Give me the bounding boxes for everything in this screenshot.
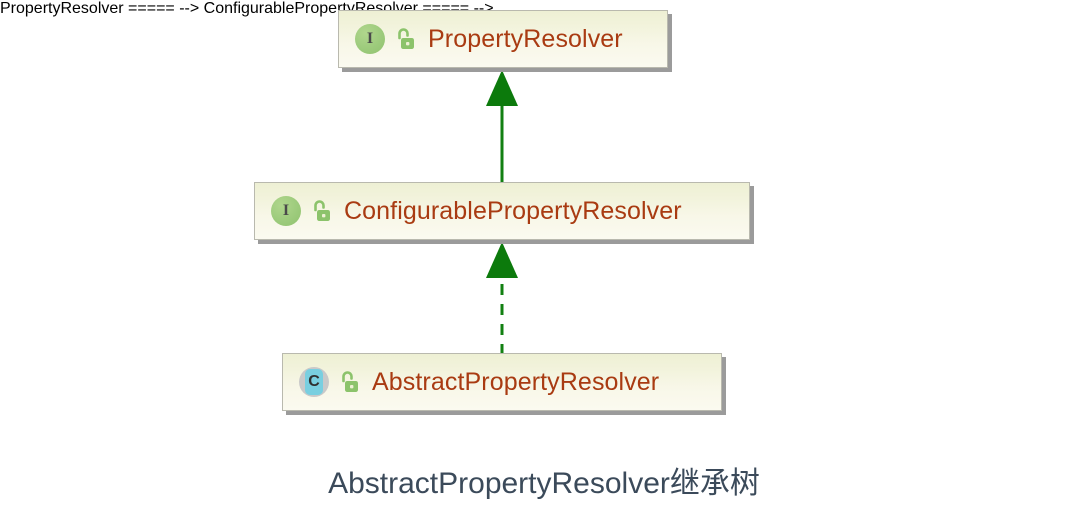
interface-icon: I: [271, 196, 301, 226]
open-padlock-icon: [398, 28, 414, 49]
node-label: ConfigurablePropertyResolver: [344, 196, 682, 225]
node-icon-group: C: [299, 367, 360, 397]
node-icon-group: I: [355, 24, 416, 54]
edge-implements-arrow: [486, 242, 518, 355]
open-padlock-icon: [314, 200, 330, 221]
node-label: AbstractPropertyResolver: [372, 367, 660, 396]
interface-icon: I: [355, 24, 385, 54]
diagram-caption: AbstractPropertyResolver继承树: [328, 467, 760, 500]
open-padlock-icon: [342, 371, 358, 392]
edge-extends-arrow: [486, 70, 518, 184]
abstract-class-icon: C: [299, 367, 329, 397]
uml-node-configurable-property-resolver[interactable]: I ConfigurablePropertyResolver: [254, 182, 750, 240]
uml-node-abstract-property-resolver[interactable]: C AbstractPropertyResolver: [282, 353, 722, 411]
node-label: PropertyResolver: [428, 24, 623, 53]
abstract-class-glyph: C: [305, 369, 323, 395]
node-icon-group: I: [271, 196, 332, 226]
uml-node-property-resolver[interactable]: I PropertyResolver: [338, 10, 668, 68]
